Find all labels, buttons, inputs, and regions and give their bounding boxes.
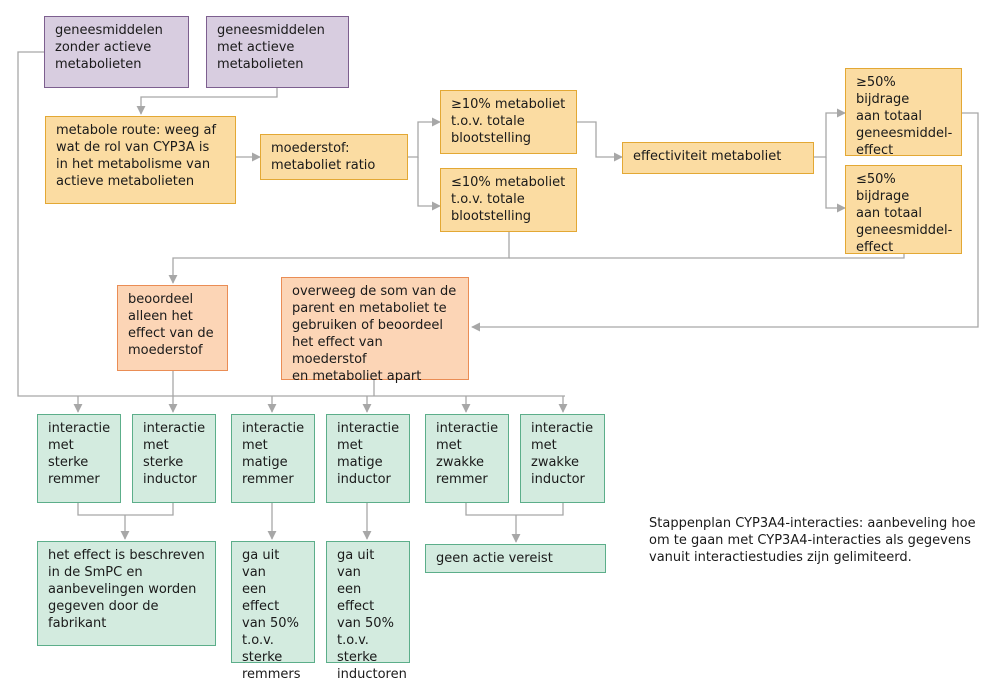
connector-weak-merge [465,503,564,516]
box-assume-50-inhibitors: ga uit van een effect van 50% t.o.v. ste… [231,541,315,682]
connector-ratio-fork-low [417,157,441,211]
box-interaction-weak-inhibitor: interactie met zwakke remmer [425,414,509,503]
connector-effectiveness-fork-low [825,157,846,213]
box-parent-metabolite-ratio: moederstof: metaboliet ratio [260,134,408,180]
box-metabolite-le10: ≤10% metaboliet t.o.v. totale blootstell… [440,168,577,232]
box-consider-sum: overweeg de som van de parent en metabol… [281,277,469,384]
box-metabolic-route: metabole route: weeg af wat de rol van C… [45,116,236,204]
box-contribution-ge50: ≥50% bijdrage aan totaal geneesmiddel- e… [845,68,962,158]
figure-caption: Stappenplan CYP3A4-interacties: aanbevel… [649,516,976,565]
connector-without-metabolites-to-bus [17,51,565,397]
connector-effectiveness-fork [814,108,846,158]
box-drugs-with-active-metabolites: geneesmiddelen met actieve metabolieten [206,16,349,88]
box-metabolite-effectiveness: effectiviteit metaboliet [622,142,814,174]
box-assess-parent-only: beoordeel alleen het effect van de moede… [117,285,228,371]
connector-le50-to-parent-only [509,254,905,259]
box-drugs-without-active-metabolites: geneesmiddelen zonder actieve metaboliet… [44,16,189,88]
connector-ge10-to-effectiveness [577,121,623,162]
box-metabolite-ge10: ≥10% metaboliet t.o.v. totale blootstell… [440,90,577,154]
connector-strong-merge [77,503,174,516]
box-no-action-required: geen actie vereist [425,544,606,573]
box-assume-50-inductors: ga uit van een effect van 50% t.o.v. ste… [326,541,410,682]
connector-ratio-fork [408,117,441,158]
box-effect-described-smpc: het effect is beschreven in de SmPC en a… [37,541,216,646]
connector-ge50-to-consider-sum [471,112,979,332]
box-interaction-moderate-inhibitor: interactie met matige remmer [231,414,315,503]
connector-with-metabolites-to-route [136,88,278,115]
connector-le10-to-parent-only [168,232,510,284]
box-interaction-moderate-inductor: interactie met matige inductor [326,414,410,503]
box-contribution-le50: ≤50% bijdrage aan totaal geneesmiddel- e… [845,165,962,255]
box-interaction-strong-inhibitor: interactie met sterke remmer [37,414,121,503]
box-interaction-strong-inductor: interactie met sterke inductor [132,414,216,503]
box-interaction-weak-inductor: interactie met zwakke inductor [520,414,605,503]
